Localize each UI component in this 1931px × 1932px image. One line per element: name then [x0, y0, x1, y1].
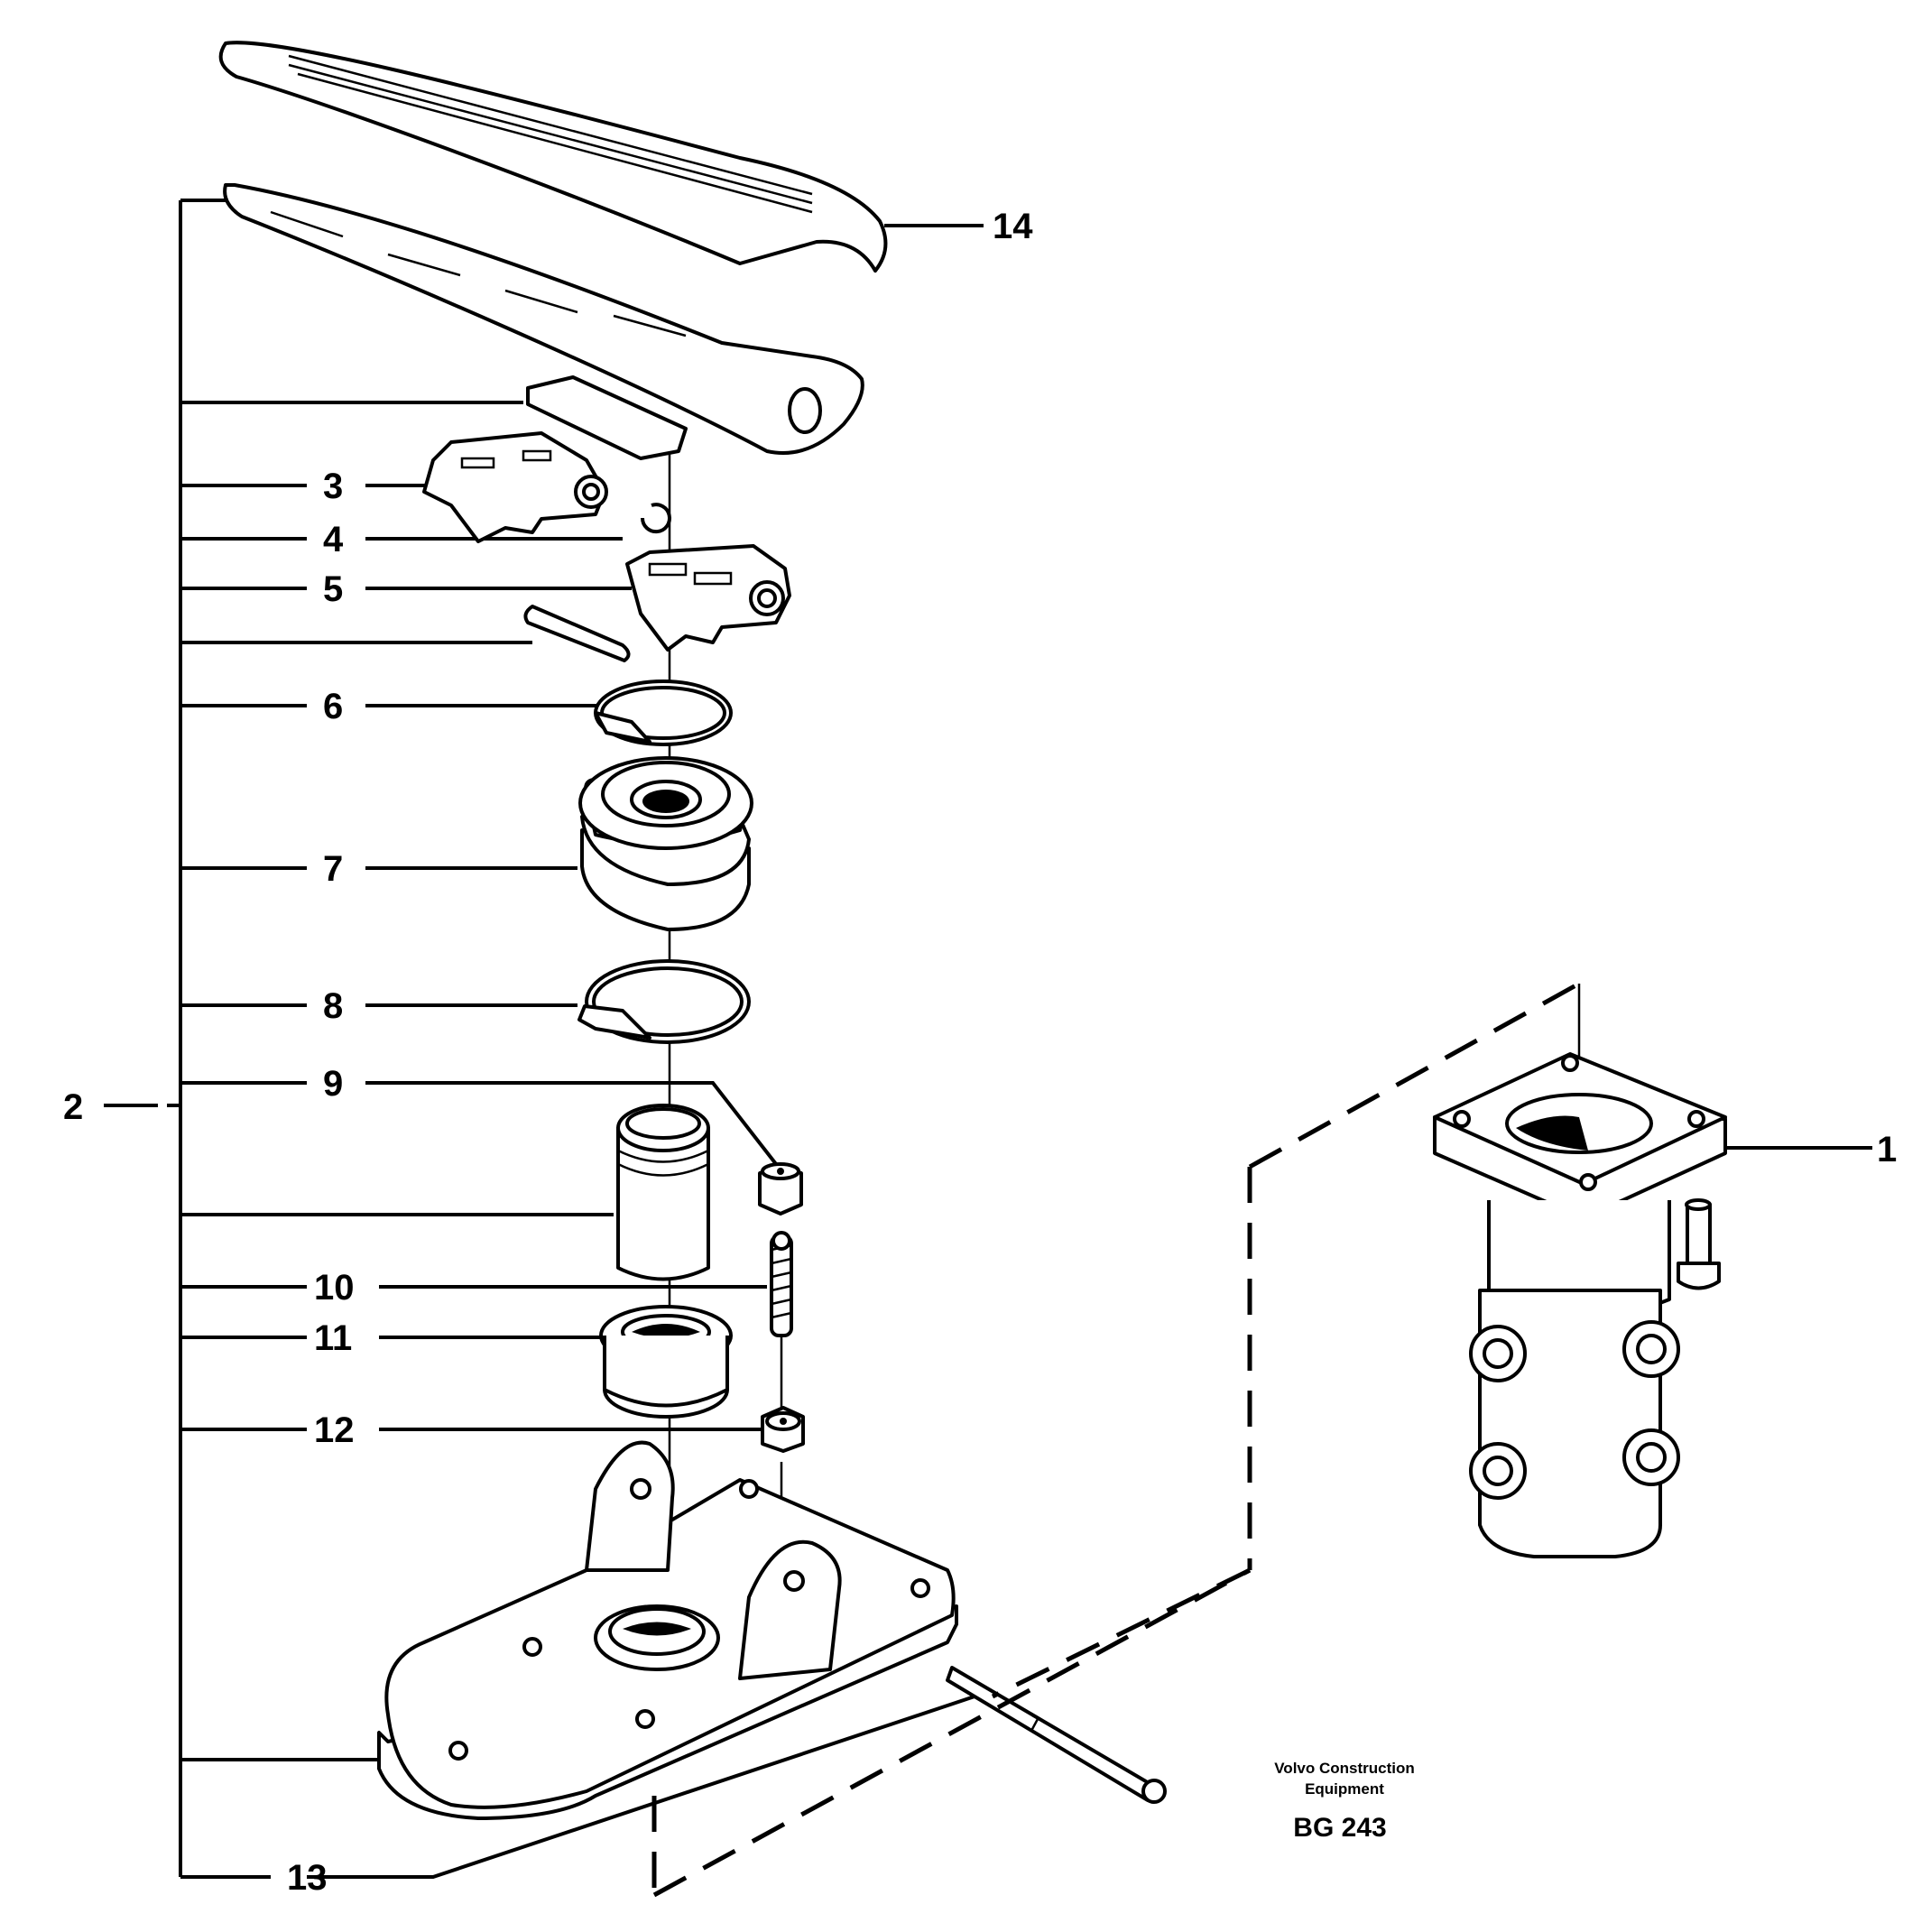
- leader-lines: [104, 224, 1872, 1879]
- pedal-cover-part-14: [218, 41, 888, 273]
- callout-label-2: 2: [63, 1087, 83, 1127]
- callout-label-10: 10: [314, 1268, 355, 1308]
- callout-label-12: 12: [314, 1410, 355, 1450]
- callout-labels: 1 2 3 4 5 6 7 8 9 10 11 12 13 14: [63, 207, 1897, 1898]
- figure-code: BG 243: [1293, 1813, 1386, 1843]
- hose-clamp-part-6: [594, 679, 733, 746]
- pin: [523, 605, 631, 662]
- rubber-boot-part-7: [578, 756, 753, 931]
- company-name-line1: Volvo Construction: [1274, 1760, 1415, 1777]
- brake-valve-part-1: [1433, 1052, 1727, 1558]
- callout-label-6: 6: [323, 687, 343, 726]
- callout-label-7: 7: [323, 849, 343, 889]
- hinge-bracket-part-5: [625, 544, 791, 652]
- seal-part-11: [599, 1305, 733, 1419]
- company-name-line2: Equipment: [1305, 1780, 1384, 1798]
- alignment-lines: [668, 451, 1581, 1633]
- spring-part-10: [770, 1231, 793, 1337]
- callout-label-8: 8: [323, 986, 343, 1026]
- callout-label-11: 11: [314, 1318, 352, 1358]
- callout-label-3: 3: [323, 467, 343, 506]
- callout-label-5: 5: [323, 569, 343, 609]
- footer: Volvo Construction Equipment BG 243: [1274, 1760, 1415, 1843]
- pivot-pin: [946, 1666, 1167, 1804]
- callout-label-14: 14: [993, 207, 1033, 246]
- pedal: [223, 183, 864, 455]
- circlip-part-4: [640, 503, 671, 534]
- callout-label-4: 4: [323, 520, 344, 559]
- nut-part-9: [758, 1162, 803, 1216]
- nut-part-12: [761, 1406, 805, 1453]
- dashed-connection-lines: [651, 981, 1581, 1904]
- callout-label-13: 13: [287, 1858, 328, 1898]
- base-plate-part-13: [377, 1440, 958, 1820]
- pedal-pad: [526, 375, 688, 460]
- callout-label-1: 1: [1877, 1130, 1897, 1169]
- clamp-part-8: [577, 959, 751, 1044]
- callout-label-9: 9: [323, 1064, 343, 1104]
- piston: [616, 1104, 710, 1281]
- hinge-bracket-part-3: [422, 431, 608, 543]
